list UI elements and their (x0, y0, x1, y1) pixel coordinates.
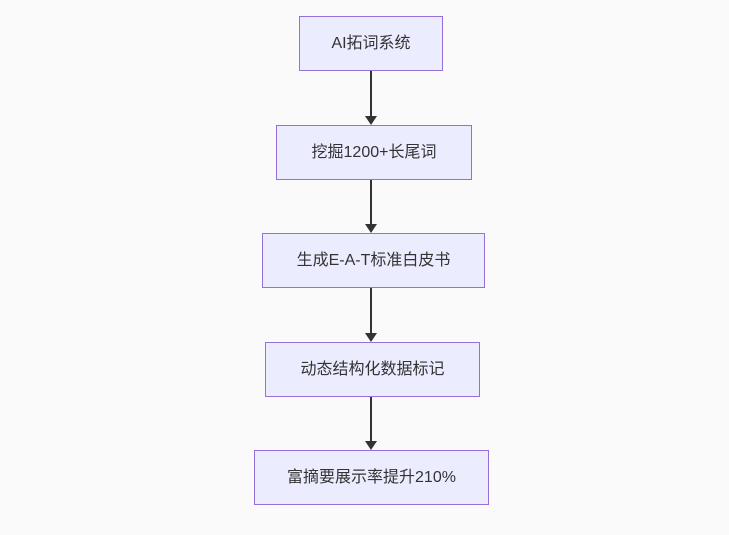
flow-node-longtail-words: 挖掘1200+长尾词 (276, 125, 472, 180)
arrow-down-icon (365, 288, 377, 342)
arrow-down-icon (365, 397, 377, 450)
arrowhead-icon (365, 116, 377, 125)
arrow-down-icon (365, 71, 377, 125)
arrowhead-icon (365, 224, 377, 233)
flow-node-label: 富摘要展示率提升210% (287, 468, 456, 486)
flow-node-structured-data: 动态结构化数据标记 (265, 342, 480, 397)
arrow-down-icon (365, 180, 377, 233)
flow-node-label: AI拓词系统 (331, 34, 411, 52)
edge-line (370, 288, 372, 333)
flow-node-label: 动态结构化数据标记 (300, 360, 445, 378)
edge-line (370, 397, 372, 441)
arrowhead-icon (365, 333, 377, 342)
flow-node-ai-word-system: AI拓词系统 (299, 16, 443, 71)
flow-node-rich-snippet-rate: 富摘要展示率提升210% (254, 450, 489, 505)
flow-node-eat-whitepaper: 生成E-A-T标准白皮书 (262, 233, 485, 288)
arrowhead-icon (365, 441, 377, 450)
flow-node-label: 挖掘1200+长尾词 (311, 143, 437, 161)
flow-node-label: 生成E-A-T标准白皮书 (296, 251, 451, 269)
edge-line (370, 180, 372, 224)
edge-line (370, 71, 372, 116)
